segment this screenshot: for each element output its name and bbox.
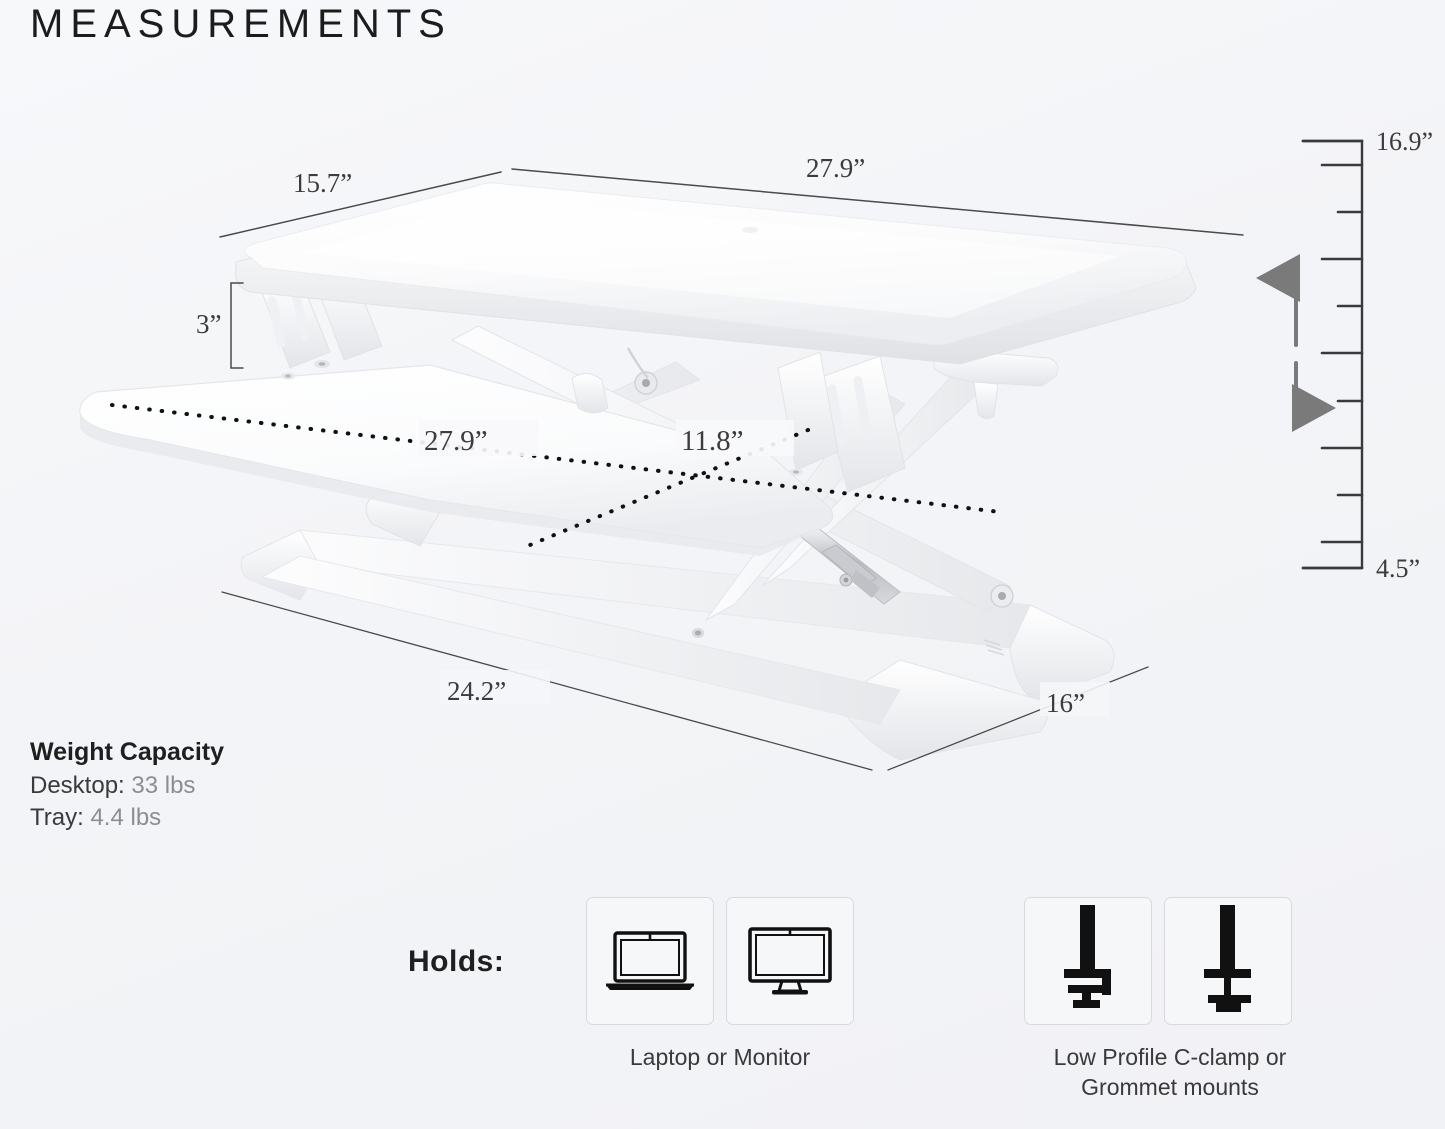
weight-row-tray-label: Tray: [30,804,84,831]
c-clamp-mount-icon-box [1024,897,1152,1025]
dim-tray-width: 27.9” [110,403,1002,514]
dim-tray-depth: 11.8” [528,420,810,547]
monitor-icon-box [726,897,854,1025]
monitor-icon [748,927,832,995]
product-illustration [79,182,1197,761]
page-title: MEASUREMENTS [30,2,452,46]
dim-base-length: 24.2” [221,591,873,771]
weight-row-tray-value: 4.4 lbs [90,804,162,831]
keyboard-tray [79,364,834,556]
dim-desktop-depth: 15.7” [219,168,502,238]
weight-capacity-block: Weight Capacity Desktop: 33 lbs Tray: 4.… [30,738,224,832]
desktop-surface [235,182,1197,365]
holds-mount-caption: Low Profile C-clamp or Grommet mounts [1053,1044,1287,1100]
dim-label-tray-clearance: 3” [196,309,221,339]
dim-tray-clearance: 3” [196,282,244,369]
dim-label-height-min: 4.5” [1376,554,1420,583]
base-frame [240,529,1115,761]
dim-base-depth: 16” [887,666,1149,771]
grommet-mount-icon-box [1164,897,1292,1025]
holds-mount-icons [1024,897,1292,1025]
dimension-annotations: 15.7” 27.9” 3” 27.9” 11.8” 24.2” [110,127,1433,771]
c-clamp-mount-icon [1064,905,1111,1008]
dim-label-desktop-depth: 15.7” [293,168,352,198]
dim-label-base-depth: 16” [1046,688,1085,718]
holds-display-caption: Laptop or Monitor [629,1044,811,1070]
dim-desktop-width: 27.9” [511,153,1244,236]
height-ruler: 16.9” 4.5” [1256,127,1433,583]
dim-label-desktop-width: 27.9” [806,153,865,183]
holds-label: Holds: [408,945,505,978]
dim-label-base-length: 24.2” [447,676,506,706]
grommet-mount-icon [1204,905,1251,1012]
weight-capacity-heading: Weight Capacity [30,738,225,766]
weight-row-desktop-label: Desktop: [30,772,125,799]
weight-row-desktop: Desktop: 33 lbs [30,772,224,800]
dim-label-height-max: 16.9” [1376,127,1433,156]
laptop-icon-box [586,897,714,1025]
holds-display-icons [586,897,854,1025]
dim-label-tray-depth: 11.8” [681,425,744,457]
dim-label-tray-width: 27.9” [424,425,488,457]
pivot-joints [634,371,1014,608]
weight-row-desktop-value: 33 lbs [131,772,196,799]
laptop-icon [606,931,694,990]
weight-row-tray: Tray: 4.4 lbs [30,804,224,832]
